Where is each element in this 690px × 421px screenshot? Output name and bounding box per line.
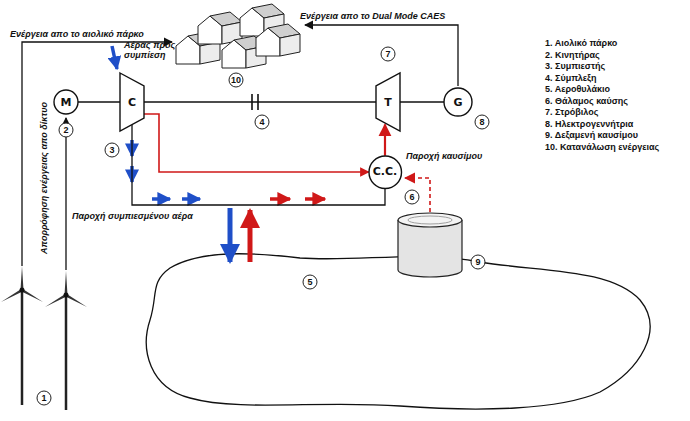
flow-text: Παροχή καυσίμου (406, 151, 482, 161)
energy-line (305, 25, 458, 86)
connector (400, 101, 444, 103)
compressor-shape: C (119, 72, 145, 132)
grid-line (65, 118, 66, 270)
node-outline (376, 73, 400, 131)
wind-turbines (1, 266, 87, 410)
node-label: C (128, 97, 136, 108)
combustion-chamber: C.C. (368, 155, 403, 190)
connector (78, 101, 120, 103)
connector (132, 124, 385, 205)
node-outline (54, 90, 78, 114)
legend-list-item: 10. Κατανάλωση ενέργειας (545, 142, 659, 152)
legend-list-item: 2. Κινητήρας (545, 50, 600, 60)
node-label: T (384, 97, 392, 108)
fuel-line (405, 178, 430, 212)
callout-number: 9 (471, 255, 486, 270)
connector (384, 125, 386, 156)
legend-list-item: 4. Σύμπλεξη (545, 73, 597, 83)
legend-list-item: 3. Συμπιεστής (545, 61, 605, 71)
legend-list-item: 1. Αιολικό πάρκο (545, 38, 617, 48)
motor-circle: M (53, 89, 79, 115)
cavern-outline (146, 254, 650, 409)
callout-number: 1 (37, 391, 52, 406)
legend-list-item: 9. Δεξαμενή καυσίμου (545, 130, 638, 140)
callout-number: 5 (303, 275, 318, 290)
callout-number: 6 (405, 190, 420, 205)
connector (144, 114, 369, 172)
legend-list-item: 7. Στρόβιλος (545, 107, 598, 117)
air-intake-arrow (112, 46, 117, 69)
callout-number: 7 (381, 47, 396, 62)
callout-number: 10 (229, 73, 244, 88)
callout-number: 8 (475, 115, 490, 130)
node-label: C.C. (373, 166, 398, 177)
flow-text: Ενέργεια απο το αιολικό πάρκο (10, 29, 144, 39)
flow-text: Παροχή συμπιεσμένου αέρα (72, 211, 193, 221)
fuel-tank (398, 213, 462, 277)
flow-text: Αέρας προς συμπίεση (124, 40, 188, 61)
legend-list-item: 8. Ηλεκτρογεννήτρια (545, 119, 633, 129)
generator-circle: G (443, 87, 473, 117)
callout-number: 2 (59, 123, 74, 138)
node-outline (444, 88, 472, 116)
energy-line (22, 42, 172, 266)
legend-list-item: 5. Αεροθυλάκιο (545, 84, 610, 94)
connector (144, 101, 376, 103)
houses (176, 4, 300, 68)
node-outline (120, 73, 144, 131)
air-flow-arrows (132, 140, 230, 262)
callout-number: 3 (105, 143, 120, 158)
flow-text: Ενέργεια απο το Dual Mode CAES (300, 11, 445, 21)
node-label: M (61, 97, 72, 108)
air-return-arrows (250, 199, 325, 262)
node-label: G (453, 97, 462, 108)
legend-list-item: 6. Θάλαμος καύσης (545, 96, 628, 106)
turbine-shape: T (375, 72, 401, 132)
callout-number: 4 (255, 115, 270, 130)
flow-text: Απορρόφηση ενέργειας απο δίκτυο (39, 102, 49, 254)
node-outline (369, 156, 402, 189)
